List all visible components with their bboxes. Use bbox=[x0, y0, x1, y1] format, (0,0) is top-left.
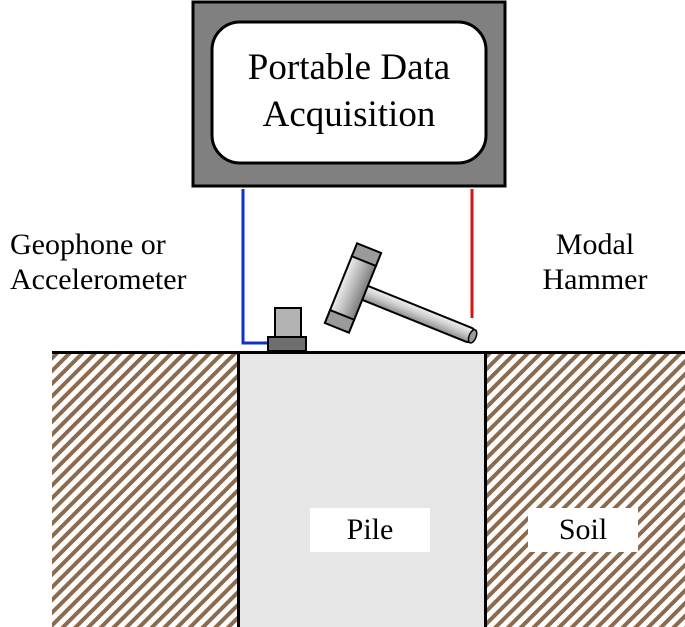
daq-title-line1: Portable Data bbox=[247, 47, 451, 89]
sensor-label-line2: Accelerometer bbox=[10, 262, 187, 296]
modal-hammer-icon bbox=[323, 241, 478, 344]
hammer-label-line1: Modal bbox=[555, 228, 635, 261]
soil-left bbox=[52, 352, 238, 627]
daq-title-line2: Acquisition bbox=[262, 94, 436, 135]
daq-title: Portable Data Acquisition bbox=[212, 22, 486, 162]
soil-label: Soil bbox=[528, 508, 638, 552]
geophone-icon bbox=[267, 307, 307, 352]
pile bbox=[240, 352, 484, 627]
daq-screen bbox=[210, 20, 488, 165]
sensor-label: Geophone or Accelerometer bbox=[10, 228, 187, 297]
sensor-cable bbox=[241, 189, 270, 345]
hammer-label: Modal Hammer bbox=[527, 228, 663, 297]
soil-right bbox=[486, 352, 685, 627]
sensor-label-line1: Geophone or bbox=[10, 228, 166, 261]
pile-label: Pile bbox=[310, 508, 430, 552]
hammer-label-line2: Hammer bbox=[542, 262, 648, 296]
